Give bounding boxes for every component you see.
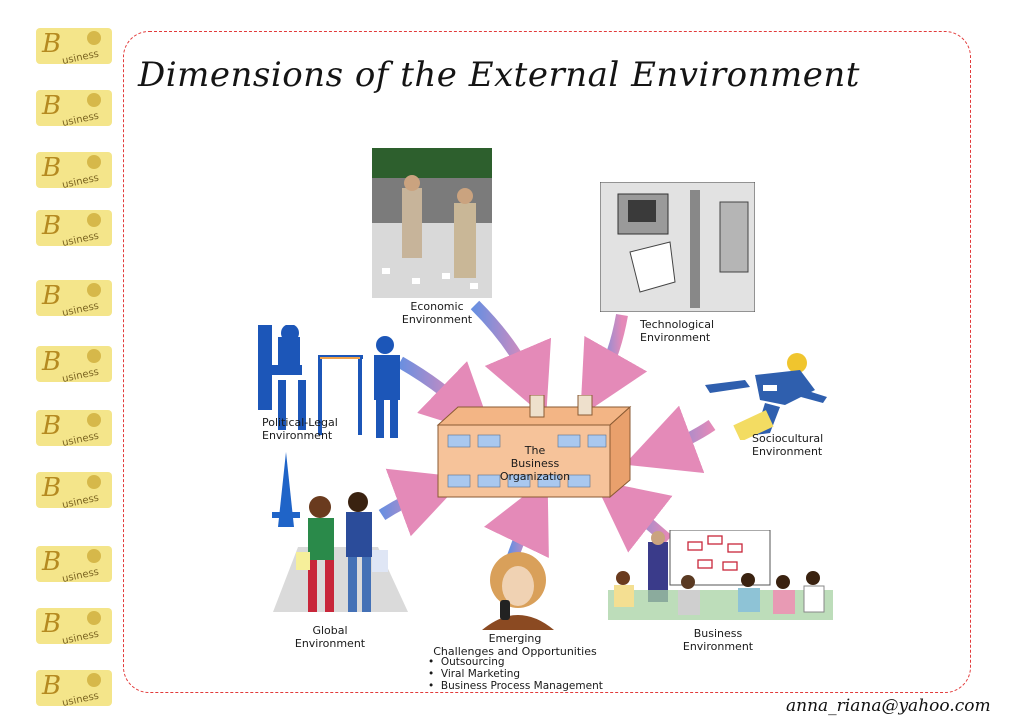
building-icon — [436, 395, 632, 499]
arrow-economic — [470, 300, 552, 419]
political-label: Political-Legal Environment — [262, 416, 338, 442]
bullet-item: Business Process Management — [428, 680, 603, 692]
svg-text:B: B — [41, 347, 61, 377]
economic-label: Economic Environment — [401, 300, 473, 326]
svg-text:B: B — [41, 281, 61, 311]
slide-frame — [123, 31, 971, 693]
arrow-global — [378, 468, 466, 537]
emerging-label: Emerging Challenges and Opportunities — [433, 632, 597, 658]
emerging-bullet-list: Outsourcing Viral Marketing Business Pro… — [428, 656, 603, 692]
sociocultural-illustration-icon — [705, 353, 827, 440]
emerging-illustration-icon — [482, 552, 554, 630]
political-illustration-icon — [258, 325, 400, 438]
svg-text:B: B — [41, 547, 61, 577]
svg-text:B: B — [41, 91, 61, 121]
svg-text:B: B — [41, 411, 61, 441]
author-signature: anna_riana@yahoo.com — [786, 696, 991, 716]
svg-text:B: B — [41, 671, 61, 701]
global-illustration-icon — [272, 452, 408, 612]
sociocultural-label: Sociocultural Environment — [752, 432, 824, 458]
technological-label: Technological Environment — [640, 318, 715, 344]
business-env-label: Business Environment — [682, 627, 754, 653]
business-env-illustration-icon — [608, 530, 833, 620]
bullet-item: Outsourcing — [428, 656, 603, 668]
svg-text:B: B — [41, 473, 61, 503]
arrow-sociocultural — [624, 405, 716, 474]
arrow-technological — [580, 313, 648, 417]
svg-text:B: B — [41, 153, 61, 183]
svg-text:B: B — [41, 211, 61, 241]
slide-title: Dimensions of the External Environment — [138, 55, 860, 95]
svg-text:B: B — [41, 29, 61, 59]
economic-illustration-icon — [372, 148, 492, 298]
technological-illustration-icon — [600, 182, 755, 312]
bullet-item: Viral Marketing — [428, 668, 603, 680]
global-label: Global Environment — [294, 624, 366, 650]
center-label: The Business Organization — [499, 444, 571, 483]
svg-text:B: B — [41, 609, 61, 639]
